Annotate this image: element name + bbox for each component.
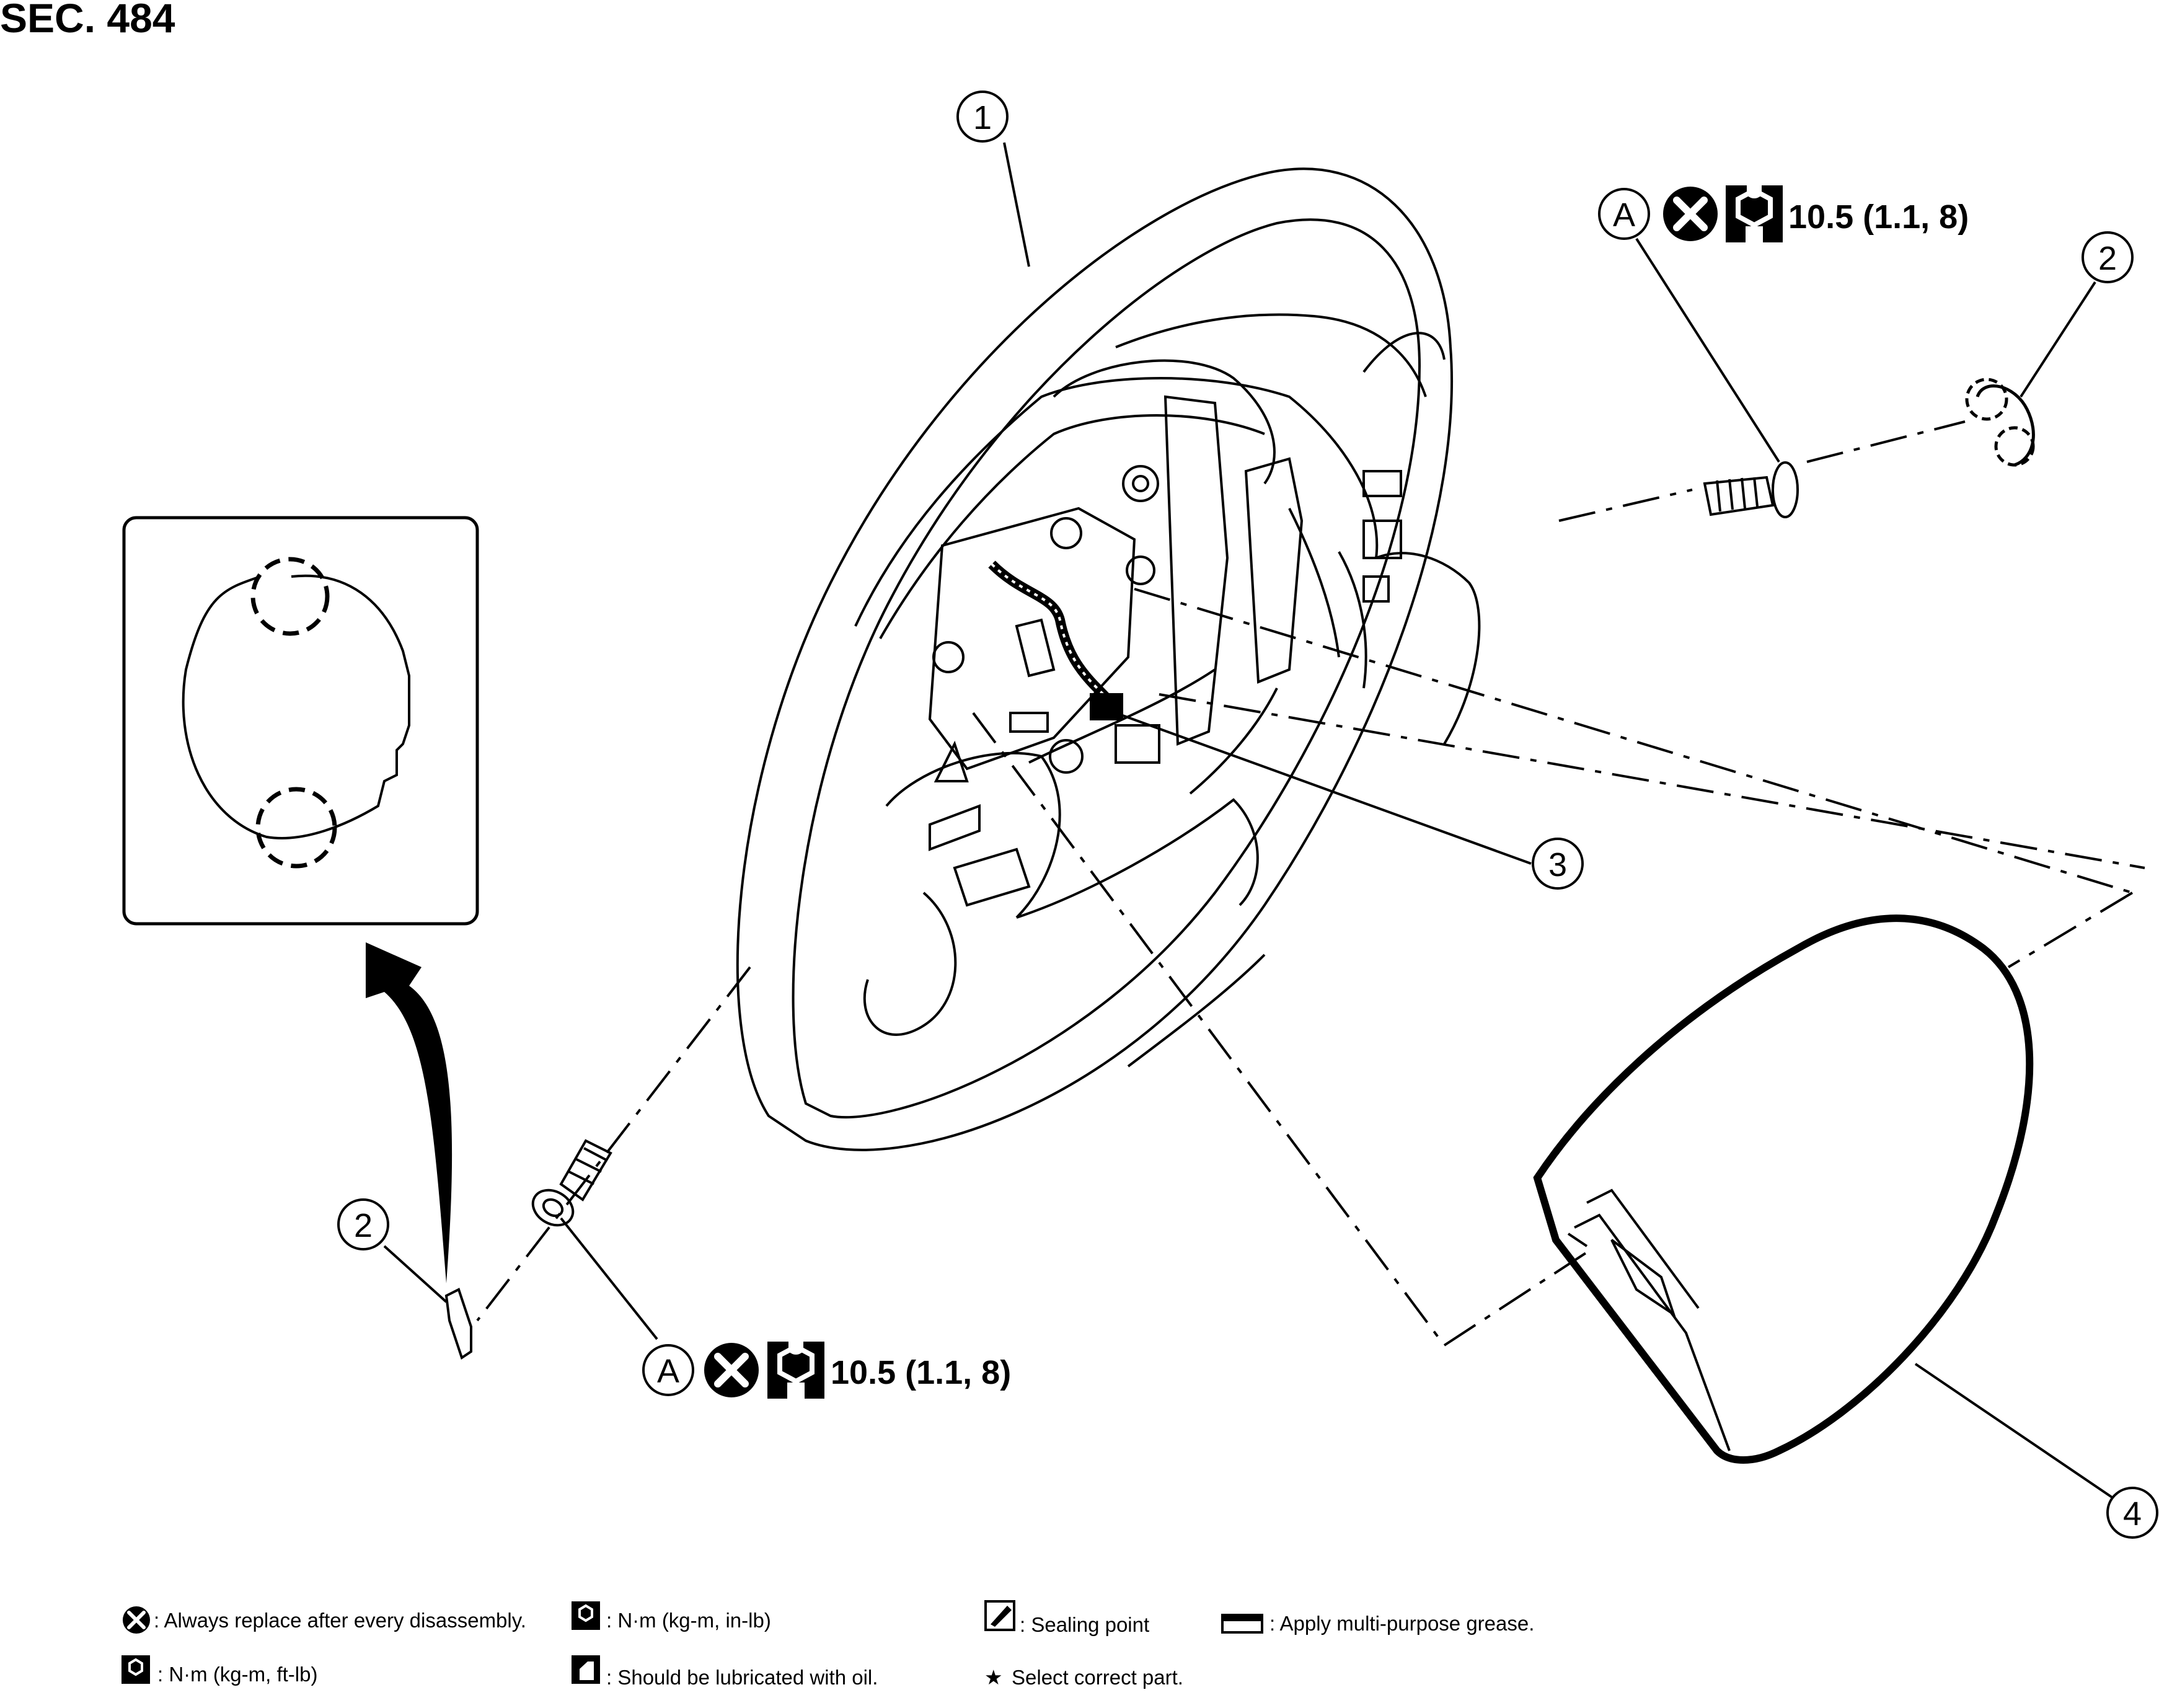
airbag-module bbox=[1533, 914, 2034, 1464]
svg-text:2: 2 bbox=[2098, 240, 2117, 277]
svg-text:: Always replace after every d: : Always replace after every disassembly… bbox=[154, 1609, 526, 1632]
svg-text:: Should be lubricated with oi: : Should be lubricated with oil. bbox=[606, 1666, 878, 1689]
svg-text:1: 1 bbox=[973, 99, 992, 136]
svg-text:A: A bbox=[657, 1353, 679, 1390]
svg-text:3: 3 bbox=[1548, 846, 1567, 883]
legend-apply-grease: : Apply multi-purpose grease. bbox=[1221, 1612, 1534, 1635]
callout-a-upper: A bbox=[1598, 188, 1650, 240]
callout-4: 4 bbox=[2106, 1487, 2158, 1539]
legend-nm-ft-lb: : N·m (kg-m, ft-lb) bbox=[121, 1655, 317, 1686]
svg-text:A: A bbox=[1613, 197, 1635, 234]
callout-3: 3 bbox=[1532, 838, 1584, 890]
torque-label-upper: A 10.5 (1.1, 8) bbox=[1598, 185, 1969, 242]
leader-lines bbox=[383, 142, 2113, 1498]
detail-arrow bbox=[366, 942, 453, 1283]
detail-inset bbox=[122, 516, 479, 926]
replace-x-icon bbox=[704, 1343, 759, 1397]
svg-text:Select correct part.: Select correct part. bbox=[1012, 1666, 1183, 1689]
svg-text:: Sealing point: : Sealing point bbox=[1020, 1613, 1149, 1636]
clip-upper bbox=[1965, 378, 2035, 467]
svg-text:: Apply multi-purpose grease.: : Apply multi-purpose grease. bbox=[1269, 1612, 1534, 1635]
svg-text:10.5 (1.1, 8): 10.5 (1.1, 8) bbox=[831, 1354, 1011, 1391]
svg-text:4: 4 bbox=[2123, 1495, 2142, 1533]
section-title: SEC. 484 bbox=[0, 0, 175, 41]
callout-2-lower: 2 bbox=[337, 1198, 389, 1250]
replace-x-icon bbox=[1663, 187, 1718, 241]
legend-always-replace: : Always replace after every disassembly… bbox=[123, 1606, 526, 1634]
legend: : Always replace after every disassembly… bbox=[121, 1600, 1534, 1689]
clip-lower bbox=[444, 1288, 472, 1360]
svg-text:: N·m (kg-m, in-lb): : N·m (kg-m, in-lb) bbox=[606, 1609, 771, 1632]
callout-1: 1 bbox=[956, 91, 1009, 143]
harness-connector bbox=[988, 560, 1123, 720]
legend-select-part: ★ Select correct part. bbox=[984, 1666, 1183, 1689]
star-icon: ★ bbox=[984, 1666, 1003, 1689]
torque-label-lower: A 10.5 (1.1, 8) bbox=[642, 1342, 1011, 1399]
svg-text:10.5 (1.1, 8): 10.5 (1.1, 8) bbox=[1788, 198, 1969, 236]
legend-lubricated-oil: : Should be lubricated with oil. bbox=[572, 1655, 878, 1689]
bolt-lower bbox=[531, 1139, 612, 1227]
svg-text:2: 2 bbox=[354, 1207, 373, 1244]
bolt-upper bbox=[1703, 461, 1799, 518]
torque-wrench-icon bbox=[1726, 185, 1783, 242]
callout-a-lower: A bbox=[642, 1344, 694, 1396]
svg-text:: N·m (kg-m, ft-lb): : N·m (kg-m, ft-lb) bbox=[157, 1663, 317, 1686]
legend-nm-in-lb: : N·m (kg-m, in-lb) bbox=[572, 1601, 771, 1632]
torque-wrench-icon bbox=[767, 1342, 824, 1399]
steering-wheel bbox=[736, 167, 1481, 1151]
callout-2-upper: 2 bbox=[2082, 231, 2134, 283]
alignment-lines bbox=[476, 420, 2145, 1347]
legend-sealing-point: : Sealing point bbox=[984, 1600, 1149, 1636]
